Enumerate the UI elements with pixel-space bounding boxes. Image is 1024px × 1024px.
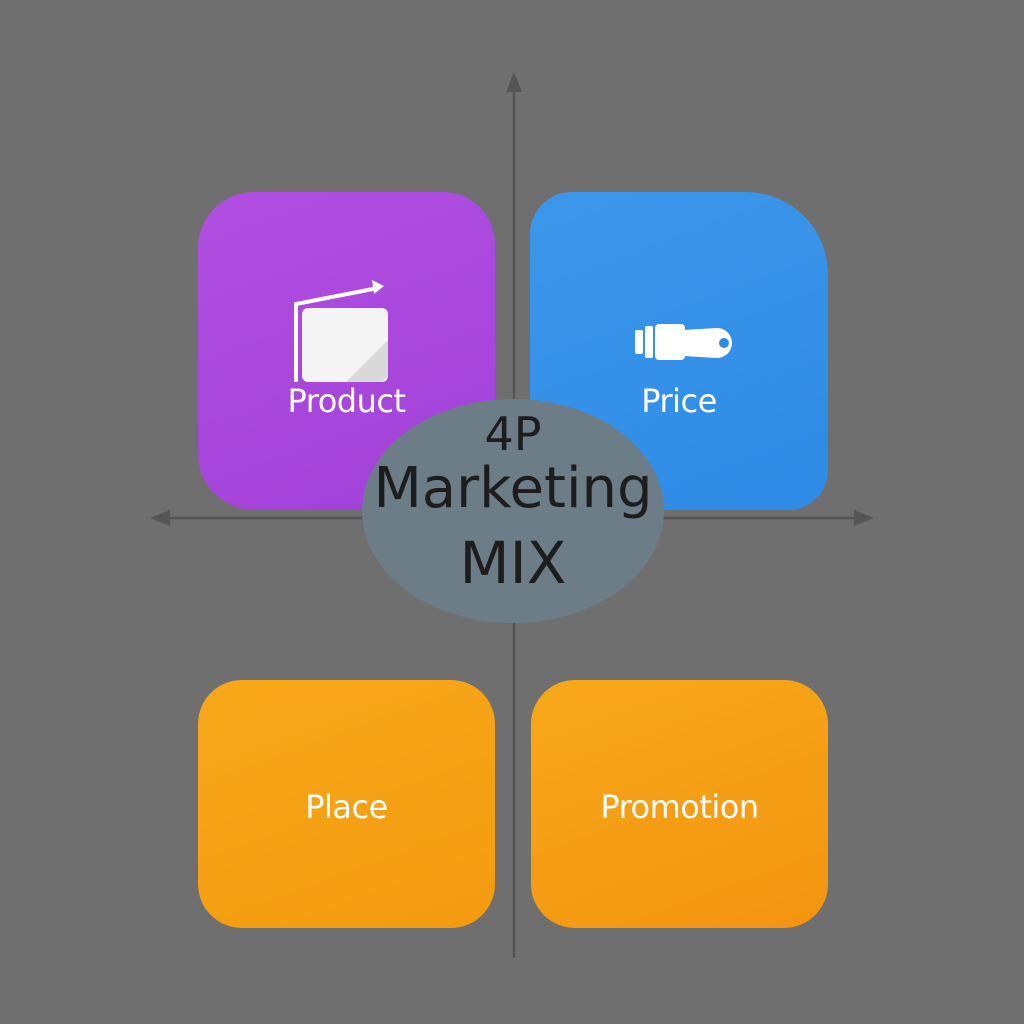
center-title-line1: 4P (484, 407, 542, 461)
quadrant-place-label: Place (305, 788, 388, 826)
price-tag-icon (635, 324, 732, 360)
quadrant-product-label: Product (287, 382, 407, 420)
quadrant-price-label: Price (641, 382, 717, 420)
quadrant-promotion-label: Promotion (600, 788, 759, 826)
center-title-line3: MIX (459, 529, 567, 597)
center-title-line2: Marketing (373, 456, 653, 521)
axis-arrow-right (854, 510, 874, 526)
axis-arrow-up (506, 72, 522, 92)
quadrant-promotion: Promotion (531, 680, 828, 928)
center-ellipse (362, 399, 664, 623)
quadrant-place: Place (198, 680, 495, 928)
box-with-arrow-icon (294, 280, 388, 382)
axis-arrow-left (150, 510, 170, 526)
